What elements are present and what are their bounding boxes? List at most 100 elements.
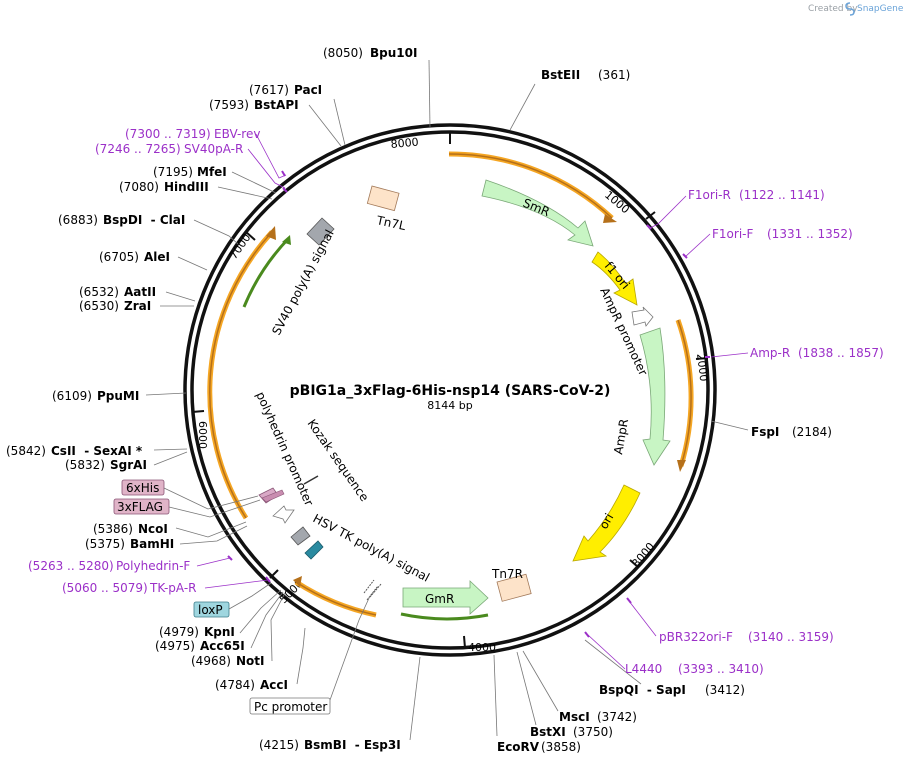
ampr-label: AmpR [611,418,631,456]
primer-sv40pa-r-name[interactable]: SV40pA-R [184,142,243,156]
primer-leader-lines [196,133,749,670]
ampr-promoter-label: AmpR promoter [597,285,650,377]
primer-f1ori-r-name[interactable]: F1ori-R [688,188,731,202]
tn7l-feature-box[interactable] [366,185,400,212]
3xflag-leader [168,499,261,518]
site-bsteii-name[interactable]: BstEII [541,68,580,82]
site-bspdi-clai-name[interactable]: BspDI - ClaI [103,213,185,227]
site-bstapi-name[interactable]: BstAPI [254,98,299,112]
watermark-brand: SnapGene [857,4,904,14]
sv40-polya-box[interactable] [306,217,335,246]
site-mfei-name[interactable]: MfeI [197,165,227,179]
orf-arc-bottom-left-core [295,581,377,616]
primer-tk-pa-r-name[interactable]: TK-pA-R [149,581,197,595]
site-bspqi-sapi-name[interactable]: BspQI - SapI [599,683,686,697]
tn7r-label: Tn7R [491,567,523,581]
primer-l4440-name[interactable]: L4440 [625,662,662,676]
site-kpni-name[interactable]: KpnI [204,625,235,639]
ori-label: ori [596,511,616,532]
site-bsmbi-pos: (4215) [259,738,299,752]
feature-box-pc-promoter[interactable]: Pc promoter [249,697,331,715]
tick-label-4000: 4000 [468,641,496,654]
site-noti-name[interactable]: NotI [236,654,265,668]
site-alei-name[interactable]: AleI [144,250,170,264]
tick-label-8000: 8000 [390,136,419,151]
primer-amp-r-pos: (1838 .. 1857) [798,346,884,360]
site-zrai-pos: (6530) [79,299,119,313]
feature-loxp-label: loxP [198,603,223,617]
site-bsmbi-esp3i-name[interactable]: BsmBI - Esp3I [304,738,401,752]
site-bspqi-pos: (3412) [705,683,745,697]
tick-marks [191,132,709,649]
hsv-tk-label: HSV TK poly(A) signal [311,511,432,584]
orf-arc-left-core [209,231,273,519]
site-ncoi-pos: (5386) [93,522,133,536]
site-bstapi-pos: (7593) [209,98,249,112]
primer-pbr322ori-f-name[interactable]: pBR322ori-F [659,630,733,644]
gmr-feature-arrow[interactable] [402,580,489,615]
site-bstxi-name[interactable]: BstXI [530,725,566,739]
site-acci-pos: (4784) [215,678,255,692]
site-ecorv-name[interactable]: EcoRV [497,740,540,754]
ori-feature-arrow[interactable] [572,484,641,562]
gmr-green-arc [400,612,489,621]
orf-arc-right-head [677,460,686,472]
polyhedrin-promoter-arrow[interactable] [272,505,295,524]
site-ppumi-name[interactable]: PpuMI [97,389,139,403]
site-mfei-pos: (7195) [153,165,193,179]
site-acc65i-pos: (4975) [155,639,195,653]
ampr-feature-arrow[interactable] [639,327,671,466]
6xhis-marker [261,489,285,503]
site-bstxi-pos: (3750) [573,725,613,739]
site-paci-name[interactable]: PacI [294,83,322,97]
site-msci-name[interactable]: MscI [559,710,590,724]
primer-site-markers [227,170,710,638]
hsv-grey-box [290,526,311,546]
site-bsteii-pos: (361) [598,68,630,82]
tick-label-6000: 6000 [196,421,209,449]
feature-box-3xflag[interactable]: 3xFLAG [113,498,170,515]
feature-box-6xhis[interactable]: 6xHis [121,479,165,496]
site-csii-sexai-name[interactable]: CsII - SexAI * [51,444,143,458]
feature-box-loxp[interactable]: loxP [193,601,230,618]
site-ncoi-name[interactable]: NcoI [138,522,168,536]
site-hindiii-name[interactable]: HindIII [164,180,209,194]
primer-pbr322ori-f-pos: (3140 .. 3159) [748,630,834,644]
plasmid-name: pBIG1a_3xFlag-6His-nsp14 (SARS-CoV-2) [290,383,611,399]
site-bamhi-name[interactable]: BamHI [130,537,174,551]
site-hindiii-pos: (7080) [119,180,159,194]
site-bpu10i-name[interactable]: Bpu10I [370,46,417,60]
primer-ebv-rev-name[interactable]: EBV-rev [214,127,260,141]
tick-label-3000: 3000 [629,540,657,570]
sv40-label: SV40 poly(A) signal [269,227,336,337]
site-aatii-name[interactable]: AatII [124,285,156,299]
enzyme-leader-lines [145,59,749,741]
primer-f1ori-f-name[interactable]: F1ori-F [712,227,753,241]
site-acc65i-name[interactable]: Acc65I [200,639,245,653]
site-ecorv-pos-label: (3858) [541,740,581,754]
orf-arc-top-right-core [448,153,613,219]
primer-polyhedrin-f-pos: (5263 .. 5280) [28,559,114,573]
kozak-marker [303,475,319,485]
site-sgrai-name[interactable]: SgrAI [110,458,147,472]
primer-f1ori-r-pos: (1122 .. 1141) [739,188,825,202]
site-bspdi-pos: (6883) [58,213,98,227]
smr-feature-arrow[interactable] [481,179,594,247]
site-zrai-name[interactable]: ZraI [124,299,151,313]
primer-polyhedrin-f-name[interactable]: Polyhedrin-F [116,559,190,573]
site-bpu10i-pos: (8050) [323,46,363,60]
snapgene-logo-icon [845,2,855,16]
site-acci-name[interactable]: AccI [260,678,288,692]
site-fspi-name[interactable]: FspI [751,425,779,439]
primer-amp-r-name[interactable]: Amp-R [750,346,790,360]
tn7r-feature-box[interactable] [496,573,532,602]
site-bamhi-pos: (5375) [85,537,125,551]
primer-ebv-rev-pos: (7300 .. 7319) [125,127,211,141]
watermark-created-by: Created by [808,4,858,14]
f1ori-feature-arrow[interactable] [591,251,638,306]
site-msci-pos: (3742) [597,710,637,724]
ampr-promoter-arrow[interactable] [631,306,654,327]
site-kpni-pos: (4979) [159,625,199,639]
plasmid-length: 8144 bp [427,399,472,412]
gmr-label: GmR [425,592,454,606]
